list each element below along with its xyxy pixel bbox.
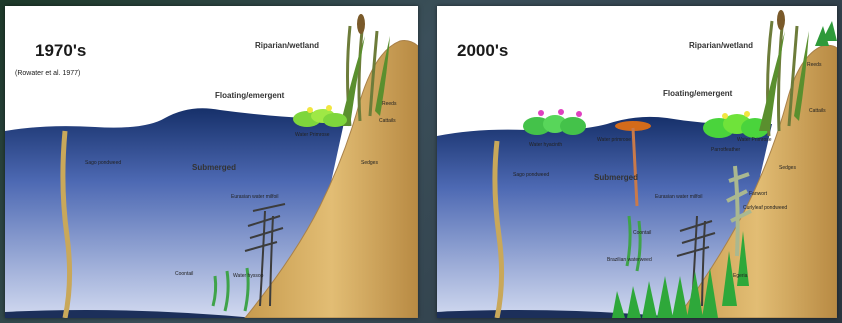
water-primrose-floating [703,111,769,138]
bank-shrub [815,21,837,46]
panel-1970s: 1970's (Rowater et al. 1977) Riparian/we… [5,6,418,318]
species-eurasian-milfoil: Eurasian water milfoil [655,195,703,200]
species-cattails: Cattails [809,109,826,114]
category-submerged: Submerged [192,164,236,172]
species-sedges: Sedges [361,161,378,166]
panel-2000s: 2000's Riparian/wetland Floating/emergen… [437,6,837,318]
species-coontail: Coontail [633,231,651,236]
era-title: 2000's [457,42,508,59]
species-sago: Sago pondweed [85,161,121,166]
water-hyacinth-floating [523,109,586,135]
species-egeria: Egeria [733,274,747,279]
species-parrotfeather: Parrotfeather [711,148,740,153]
species-curlyleaf: Curlyleaf pondweed [743,206,787,211]
species-coontail: Coontail [175,272,193,277]
species-sago: Sago pondweed [513,173,549,178]
category-riparian: Riparian/wetland [255,42,319,50]
category-floating: Floating/emergent [663,90,732,98]
species-sedges: Sedges [779,166,796,171]
category-floating: Floating/emergent [215,92,284,100]
species-reeds: Reeds [382,102,396,107]
category-riparian: Riparian/wetland [689,42,753,50]
species-fanwort: Fanwort [749,192,767,197]
species-cattails: Cattails [379,119,396,124]
species-unknown-floating: Water primrose [597,138,631,143]
species-reeds: Reeds [807,63,821,68]
species-brazilian-waterweed: Brazilian waterweed [607,258,652,263]
species-water-hyacinth: Water hyacinth [529,143,562,148]
species-water-primrose: Water Primrose [737,138,772,143]
era-title: 1970's [35,42,86,59]
citation: (Rowater et al. 1977) [15,70,80,77]
cattail-head [357,14,365,34]
category-submerged: Submerged [594,174,638,182]
species-water-hyssop: Water hyssop [233,274,263,279]
species-eurasian-milfoil: Eurasian water milfoil [231,195,279,200]
species-water-primrose: Water Primrose [295,133,330,138]
cattail-head [777,10,785,30]
